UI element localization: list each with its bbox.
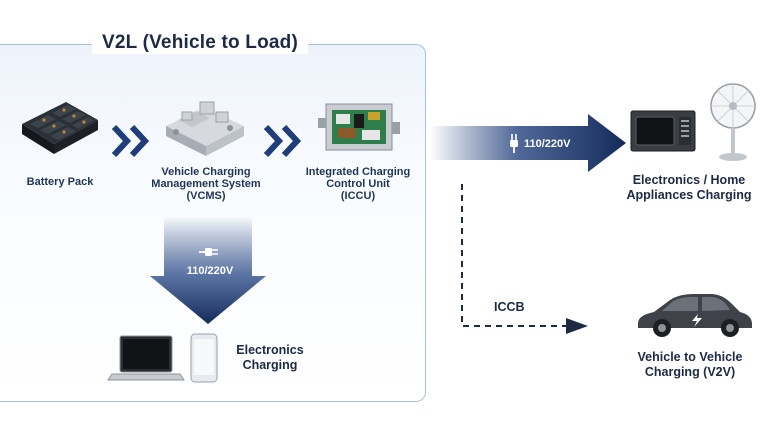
v2v-label-line: Vehicle to Vehicle — [637, 350, 743, 364]
iccu-label-line: (ICCU) — [340, 190, 376, 202]
right-arrow-voltage: 110/220V — [524, 138, 571, 150]
electronics-label-line: Charging — [242, 358, 298, 372]
iccu-unit-image — [318, 103, 400, 151]
car-image — [638, 294, 752, 337]
down-arrow-voltage: 110/220V — [186, 265, 234, 277]
electric-fan-image — [710, 83, 756, 161]
electronics-label: Electronics Charging — [222, 343, 318, 373]
iccb-label: ICCB — [494, 300, 525, 314]
panel-title: V2L (Vehicle to Load) — [92, 32, 308, 54]
appliances-label-line: Appliances Charging — [626, 188, 752, 202]
vcms-label-line: (VCMS) — [186, 190, 226, 202]
vcms-label: Vehicle Charging Management System (VCMS… — [136, 166, 276, 202]
vcms-label-line: Vehicle Charging — [161, 166, 251, 178]
electronics-label-line: Electronics — [236, 343, 304, 357]
plug-icon — [199, 248, 218, 256]
laptop-image — [107, 335, 185, 381]
iccu-label-line: Control Unit — [326, 178, 390, 190]
v2v-label: Vehicle to Vehicle Charging (V2V) — [610, 350, 767, 380]
plug-icon — [510, 134, 518, 153]
battery-pack-label: Battery Pack — [26, 176, 94, 188]
smartphone-image — [190, 333, 218, 383]
vcms-label-line: Management System — [151, 178, 261, 190]
microwave-image — [630, 110, 696, 152]
appliances-label-line: Electronics / Home — [632, 173, 746, 187]
chevron-right-icon — [111, 124, 150, 158]
iccu-label-line: Integrated Charging — [305, 166, 411, 178]
battery-pack-image — [22, 102, 98, 154]
down-power-arrow — [150, 216, 266, 324]
iccb-dashed-connector — [461, 184, 588, 334]
chevron-right-icon — [263, 124, 302, 158]
appliances-label: Electronics / Home Appliances Charging — [606, 173, 767, 203]
v2v-label-line: Charging (V2V) — [644, 365, 736, 379]
vcms-module-image — [166, 101, 244, 156]
right-power-arrow — [430, 114, 626, 172]
iccu-label: Integrated Charging Control Unit (ICCU) — [290, 166, 426, 202]
